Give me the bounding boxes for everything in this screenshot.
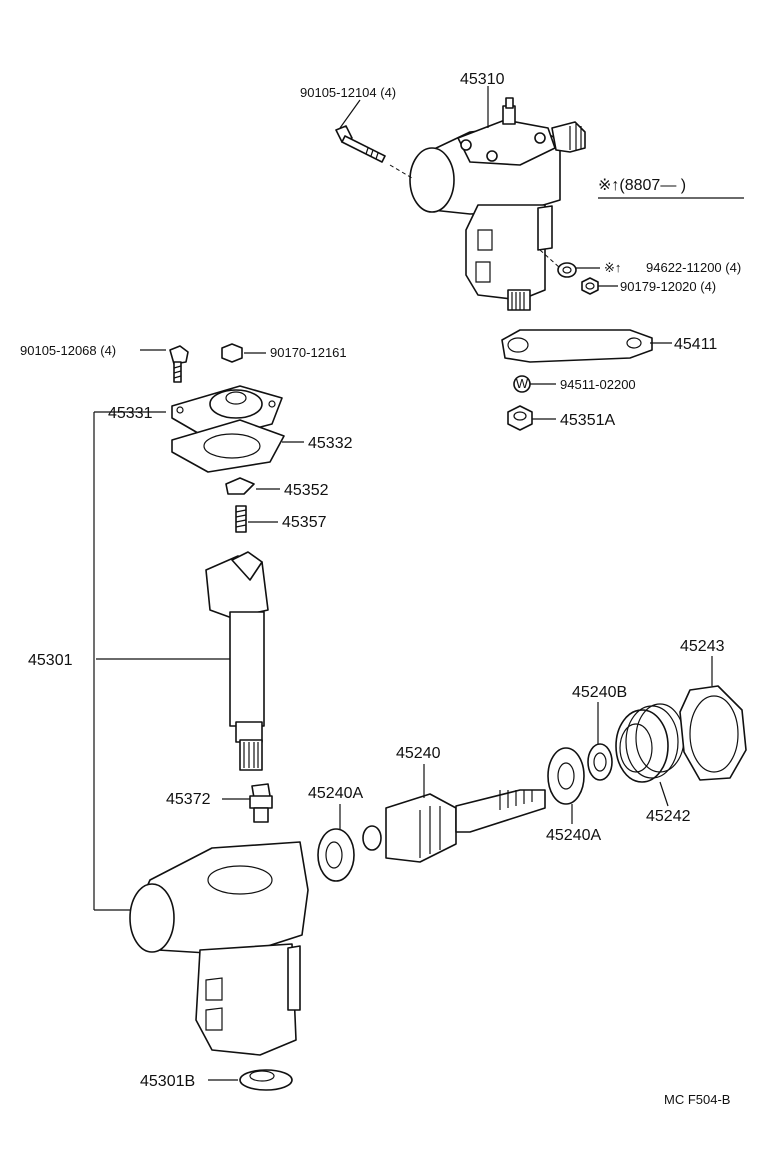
label-45240A-left: 45240A — [308, 785, 363, 802]
plug-45372 — [249, 783, 273, 823]
label-45411: 45411 — [674, 336, 717, 353]
label-90105-12068: 90105-12068 (4) — [20, 343, 116, 358]
label-45240B: 45240B — [572, 684, 627, 701]
part-labels: 45310 90105-12104 (4) ※↑(8807— ) ※↑ 9462… — [20, 71, 741, 1107]
label-45301B: 45301B — [140, 1073, 195, 1090]
label-45372: 45372 — [166, 791, 211, 808]
label-45351A: 45351A — [560, 412, 615, 429]
label-45242: 45242 — [646, 808, 691, 825]
bearing-45240A-right — [547, 747, 585, 805]
bolt-90105-12104 — [335, 125, 386, 163]
label-45301: 45301 — [28, 652, 73, 669]
label-45243: 45243 — [680, 638, 725, 655]
label-45332: 45332 — [308, 435, 353, 452]
lock-nut-45243 — [679, 685, 747, 781]
sector-shaft-45301 — [205, 551, 269, 771]
label-note: ※↑(8807— ) — [598, 177, 686, 194]
adjusting-plug-45242 — [615, 703, 685, 783]
gasket-45332 — [171, 419, 285, 473]
label-45357: 45357 — [282, 514, 327, 531]
shim-45352 — [225, 477, 255, 495]
label-45310: 45310 — [460, 71, 505, 88]
leader-lines — [93, 86, 744, 1081]
label-45240: 45240 — [396, 745, 441, 762]
gear-housing — [129, 841, 309, 1056]
label-90170: 90170-12161 — [270, 345, 347, 360]
label-45331: 45331 — [108, 405, 153, 422]
nut-45351A — [507, 405, 533, 431]
gear-assembly-45310 — [389, 97, 586, 311]
diagram-code: MC F504-B — [664, 1092, 730, 1107]
worm-shaft-45240 — [362, 789, 546, 863]
bearing-45240A-left — [317, 828, 355, 882]
label-94622: 94622-11200 (4) — [646, 260, 741, 275]
washer-mark: W — [516, 376, 529, 391]
pitman-arm-45411 — [501, 329, 653, 363]
label-45240A-right: 45240A — [546, 827, 601, 844]
nut-90179 — [581, 277, 599, 295]
adjusting-screw-45357 — [235, 505, 247, 533]
bolt-90105-12068 — [169, 345, 189, 383]
nut-90170 — [221, 343, 243, 363]
washer-94622 — [557, 262, 577, 278]
label-45352: 45352 — [284, 482, 329, 499]
label-90105-12104: 90105-12104 (4) — [300, 85, 396, 100]
race-45240B — [587, 743, 613, 781]
label-94511: 94511-02200 — [560, 377, 636, 392]
lock-washer-94511: W — [513, 375, 531, 393]
label-90179: 90179-12020 (4) — [620, 279, 716, 294]
label-mark: ※↑ — [604, 260, 621, 275]
oil-seal-45301B — [239, 1069, 293, 1091]
